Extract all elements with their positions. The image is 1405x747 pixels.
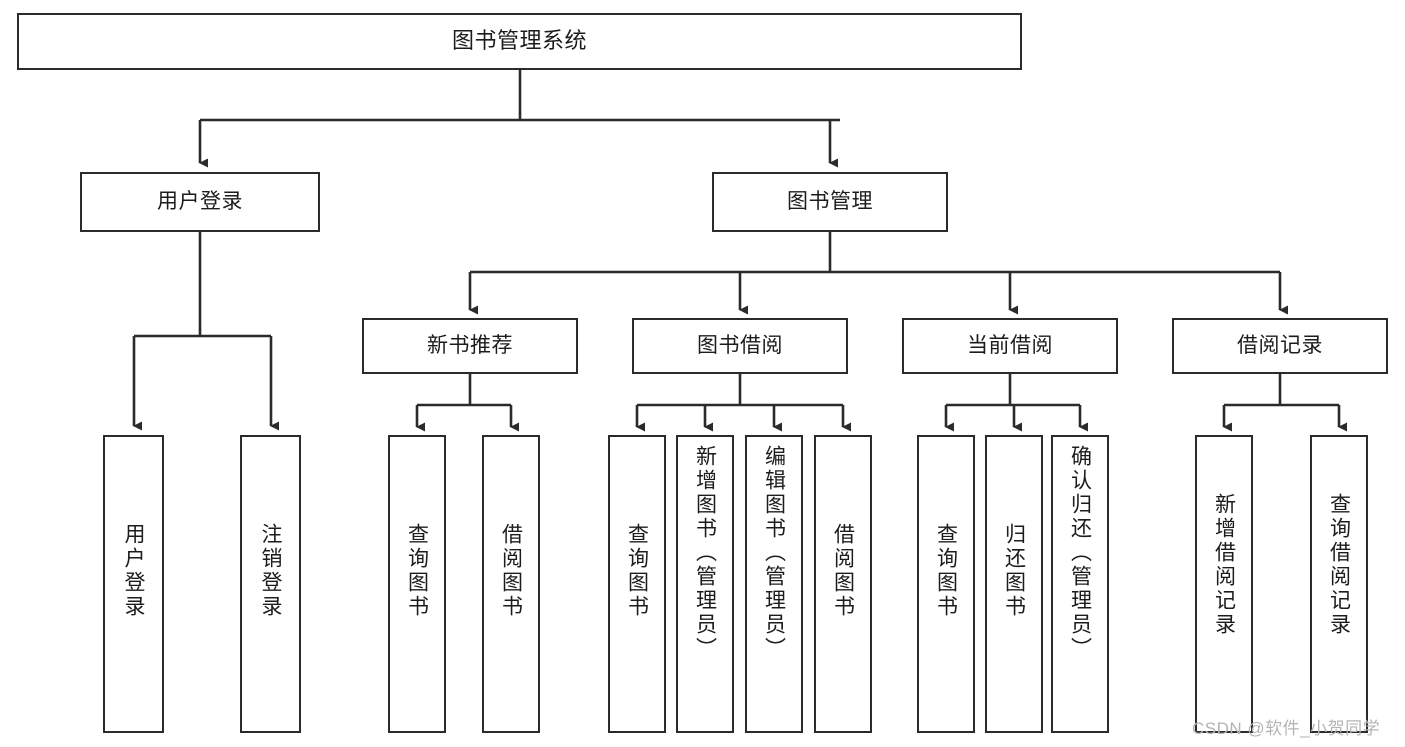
node-user-login-label: 用户登录 [157,189,243,213]
node-leaf-confirm-return-admin[interactable]: 确认归还（管理员） [1051,435,1109,733]
node-leaf-borrow-book-1-label: 借阅图书 [499,523,523,619]
node-leaf-borrow-book-1[interactable]: 借阅图书 [482,435,540,733]
node-leaf-return-book[interactable]: 归还图书 [985,435,1043,733]
node-leaf-add-borrow-record[interactable]: 新增借阅记录 [1195,435,1253,733]
node-leaf-user-logout-label: 注销登录 [259,523,282,619]
node-new-book-recommend[interactable]: 新书推荐 [362,318,578,374]
node-leaf-query-borrow-record[interactable]: 查询借阅记录 [1310,435,1368,733]
node-leaf-query-book-2[interactable]: 查询图书 [608,435,666,733]
node-leaf-query-book-1[interactable]: 查询图书 [388,435,446,733]
node-leaf-query-book-3[interactable]: 查询图书 [917,435,975,733]
node-leaf-add-book-admin[interactable]: 新增图书（管理员） [676,435,734,733]
node-user-login[interactable]: 用户登录 [80,172,320,232]
node-current-borrow[interactable]: 当前借阅 [902,318,1118,374]
node-current-borrow-label: 当前借阅 [967,333,1053,357]
node-leaf-query-borrow-record-label: 查询借阅记录 [1327,493,1351,637]
csdn-watermark: CSDN @软件_小贺同学 [1192,719,1381,738]
node-leaf-edit-book-admin-label: 编辑图书（管理员） [762,445,786,661]
node-book-manage[interactable]: 图书管理 [712,172,948,232]
node-leaf-borrow-book-2[interactable]: 借阅图书 [814,435,872,733]
node-book-borrow-label: 图书借阅 [697,333,783,357]
node-root[interactable]: 图书管理系统 [17,13,1022,70]
node-leaf-add-borrow-record-label: 新增借阅记录 [1212,493,1236,637]
node-leaf-user-logout[interactable]: 注销登录 [240,435,301,733]
node-root-label: 图书管理系统 [451,28,587,54]
node-borrow-record-label: 借阅记录 [1237,333,1323,357]
node-leaf-user-login-label: 用户登录 [122,523,145,619]
node-borrow-record[interactable]: 借阅记录 [1172,318,1388,374]
node-new-book-recommend-label: 新书推荐 [427,333,513,357]
node-leaf-edit-book-admin[interactable]: 编辑图书（管理员） [745,435,803,733]
node-leaf-query-book-2-label: 查询图书 [625,523,649,619]
node-book-manage-label: 图书管理 [787,189,873,213]
node-leaf-add-book-admin-label: 新增图书（管理员） [693,445,717,661]
node-leaf-borrow-book-2-label: 借阅图书 [831,523,855,619]
node-leaf-query-book-1-label: 查询图书 [405,523,429,619]
node-leaf-query-book-3-label: 查询图书 [934,523,958,619]
node-book-borrow[interactable]: 图书借阅 [632,318,848,374]
node-leaf-return-book-label: 归还图书 [1002,523,1026,619]
node-leaf-user-login[interactable]: 用户登录 [103,435,164,733]
node-leaf-confirm-return-admin-label: 确认归还（管理员） [1068,445,1092,661]
